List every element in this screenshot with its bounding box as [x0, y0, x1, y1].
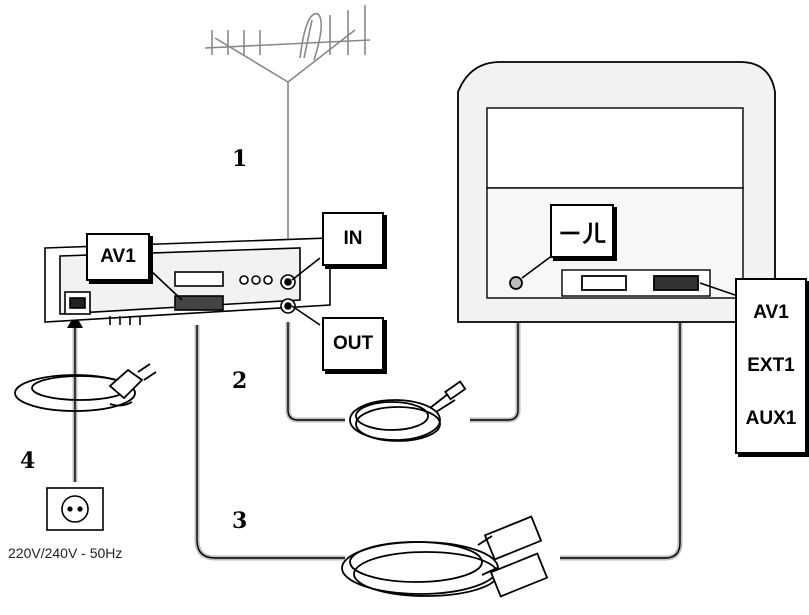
label-tv-aux1: AUX1	[745, 408, 797, 430]
power-caption: 220V/240V - 50Hz	[8, 545, 123, 561]
scart-cable-icon	[341, 515, 549, 598]
step-4: 4	[20, 448, 36, 474]
label-tv-av1: AV1	[753, 301, 789, 323]
label-av1-vcr: AV1	[86, 233, 150, 281]
step-1: 1	[232, 146, 248, 172]
label-tv-ext1: EXT1	[747, 354, 795, 376]
step-2: 2	[232, 368, 248, 394]
label-aerial-symbol: ㄧㄦ	[550, 204, 614, 258]
step-3: 3	[232, 508, 248, 534]
wall-socket-icon	[46, 487, 104, 531]
power-plug-icon	[14, 363, 157, 412]
antenna-icon	[204, 5, 371, 270]
label-out: OUT	[322, 317, 384, 371]
label-tv-inputs: AV1 EXT1 AUX1	[735, 278, 807, 454]
label-in: IN	[322, 212, 384, 266]
rf-cable-icon	[349, 380, 467, 442]
television	[457, 61, 776, 323]
